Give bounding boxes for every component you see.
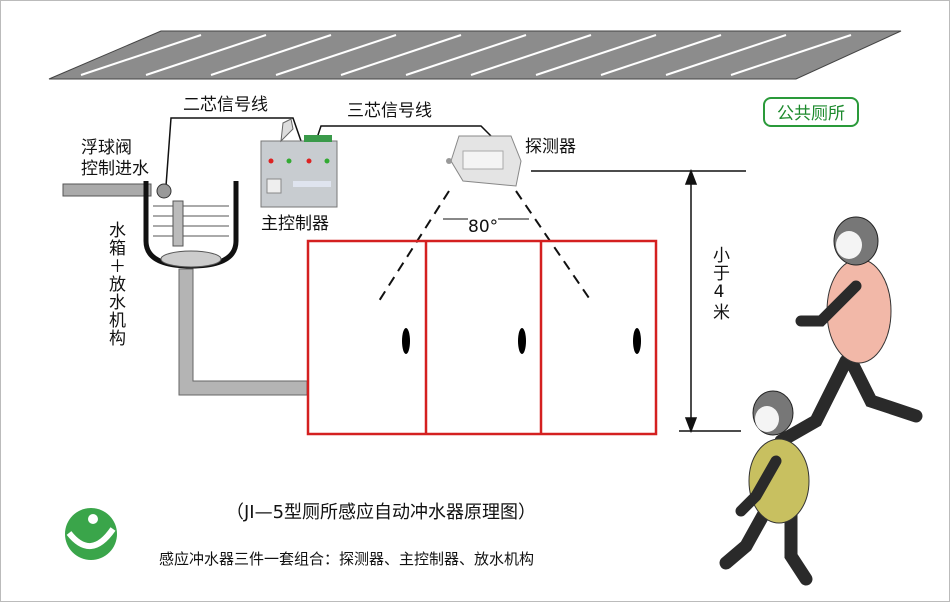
label-distance: 小于4米	[709, 246, 729, 321]
label-detector: 探测器	[525, 137, 576, 157]
label-two-core-wire: 二芯信号线	[183, 95, 268, 115]
water-tank	[143, 181, 239, 269]
person-child	[719, 390, 813, 586]
diagram-subtitle: 感应冲水器三件一套组合：探测器、主控制器、放水机构	[159, 550, 535, 568]
inlet-pipe	[62, 183, 152, 197]
diagram-title: （JI—5型厕所感应自动冲水器原理图）	[225, 502, 537, 523]
toilet-stalls	[306, 239, 658, 436]
signal-wires	[165, 117, 492, 187]
main-controller-device	[260, 118, 338, 208]
ceiling	[48, 30, 902, 80]
label-three-core-wire: 三芯信号线	[347, 101, 432, 121]
public-toilet-badge: 公共厕所	[763, 97, 859, 127]
drain-pipe	[178, 268, 308, 396]
detector-device	[446, 135, 522, 187]
distance-marker	[531, 168, 746, 434]
label-float-valve: 浮球阀	[81, 138, 132, 158]
company-logo	[65, 508, 117, 560]
label-main-controller: 主控制器	[261, 214, 329, 234]
person-adult	[774, 216, 923, 448]
detection-cone	[378, 190, 592, 302]
label-angle: 80°	[468, 217, 499, 237]
label-inlet-control: 控制进水	[81, 159, 149, 179]
label-tank-mechanism: 水箱＋放水机构	[105, 221, 125, 347]
door-handles	[402, 328, 641, 354]
